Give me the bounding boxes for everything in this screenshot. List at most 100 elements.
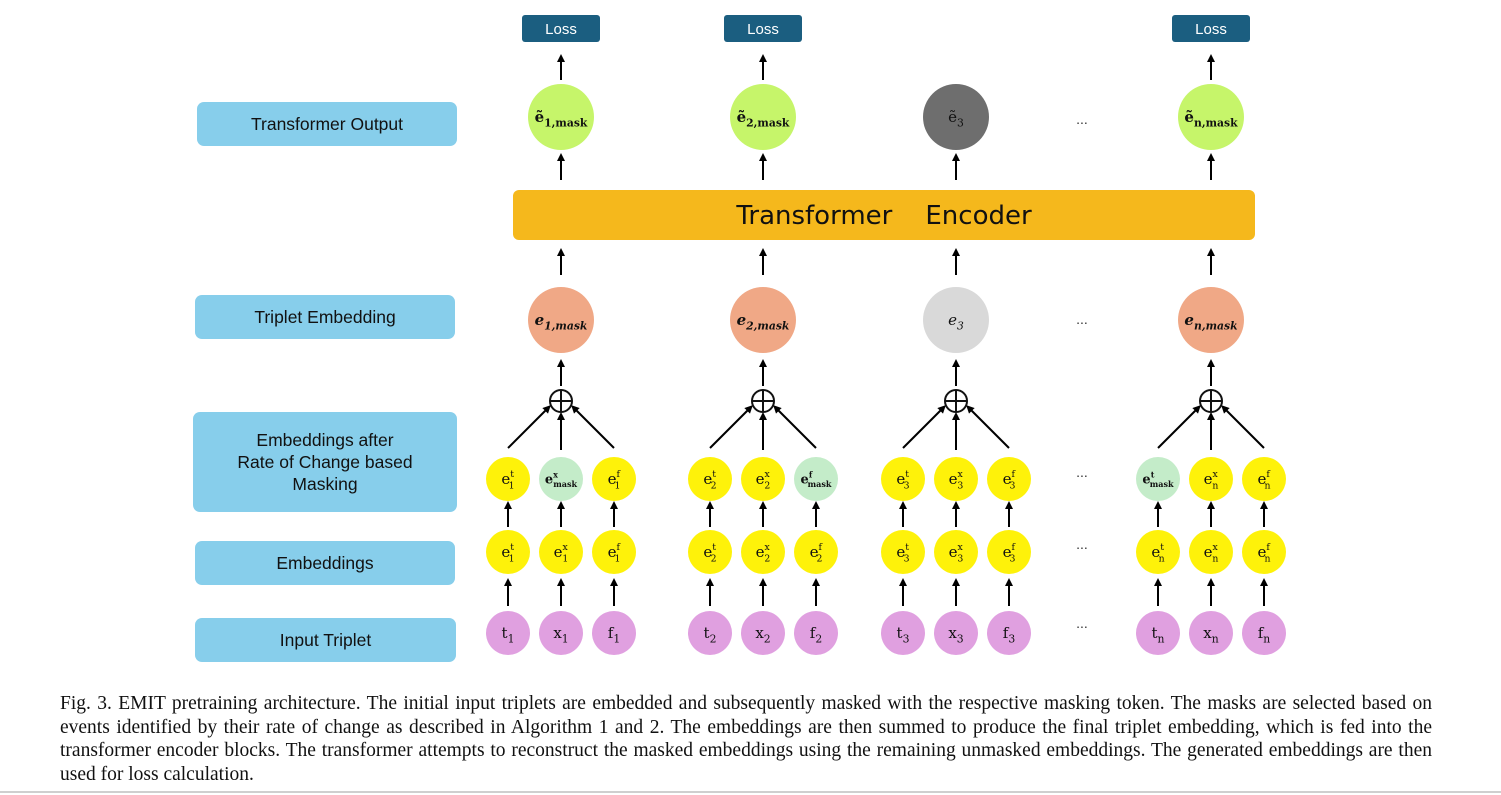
triplet-embedding-node: e3 (923, 287, 989, 353)
arrow-embed-to-sum (966, 405, 1010, 449)
label-transformer-output-box (197, 102, 457, 146)
arrow-embed-to-sum (1221, 405, 1265, 449)
masked-embedding-node-shape (539, 457, 583, 501)
embedding-node-shape (1189, 530, 1233, 574)
masked-embedding-node-shape (1136, 457, 1180, 501)
triplet-embedding-node-shape (1178, 287, 1244, 353)
arrow-embed-to-sum (1157, 405, 1201, 449)
ellipsis: ... (1076, 536, 1088, 552)
node-symbol: t2 (704, 624, 717, 646)
triplet-embedding-node-shape (730, 287, 796, 353)
embedding-node-shape (1136, 530, 1180, 574)
node-symbol: ẽn,mask (1184, 108, 1238, 130)
node-symbol: e3 (948, 311, 964, 333)
node-symbol: ẽ1,mask (535, 108, 588, 130)
masked-embedding-node-shape (486, 457, 530, 501)
embedding-node-shape (486, 530, 530, 574)
masked-embedding-node-shape (592, 457, 636, 501)
transformer-encoder-bar (513, 190, 1255, 240)
input-node: f2 (794, 611, 838, 655)
node-symbol: en,mask (1184, 311, 1237, 333)
loss-label: Loss (1195, 21, 1227, 38)
embedding-node-shape (934, 530, 978, 574)
input-node-shape (486, 611, 530, 655)
loss-box-shape (522, 15, 600, 42)
input-node-shape (1242, 611, 1286, 655)
ellipsis: ... (1076, 615, 1088, 631)
input-node: x2 (741, 611, 785, 655)
input-node: t1 (486, 611, 530, 655)
label-embeddings-text: Embeddings (276, 553, 374, 573)
label-input-triplet: Input Triplet (195, 618, 456, 662)
output-node: ẽ1,mask (528, 84, 594, 150)
input-node-shape (741, 611, 785, 655)
triplet-embedding-node: en,mask (1178, 287, 1244, 353)
label-masking-text: Embeddings after (256, 430, 393, 450)
ellipsis: ... (1076, 464, 1088, 480)
output-node-shape (528, 84, 594, 150)
label-masking-text: Masking (292, 474, 357, 494)
input-node-shape (987, 611, 1031, 655)
masked-embedding-node-shape (881, 457, 925, 501)
masked-embedding-node-shape (934, 457, 978, 501)
label-triplet-embedding-box (195, 295, 455, 339)
triplet-embedding-node-shape (528, 287, 594, 353)
input-node-shape (539, 611, 583, 655)
masked-embedding-node-shape (987, 457, 1031, 501)
masked-embedding-node-shape (741, 457, 785, 501)
input-node-shape (881, 611, 925, 655)
loss-box-shape (1172, 15, 1250, 42)
output-node: ẽn,mask (1178, 84, 1244, 150)
label-input-triplet-box (195, 618, 456, 662)
input-node: xn (1189, 611, 1233, 655)
embedding-node-shape (688, 530, 732, 574)
transformer-encoder: Transformer Encoder (513, 190, 1255, 240)
embedding-node-shape (794, 530, 838, 574)
input-node-shape (934, 611, 978, 655)
input-node: x1 (539, 611, 583, 655)
label-triplet-embedding-text: Triplet Embedding (254, 307, 395, 327)
sum-symbol (751, 389, 775, 413)
input-node-shape (592, 611, 636, 655)
node-symbol: t1 (502, 624, 515, 646)
arrow-embed-to-sum (571, 405, 615, 449)
input-node: f1 (592, 611, 636, 655)
sum-symbol (944, 389, 968, 413)
triplet-embedding-node-shape (923, 287, 989, 353)
arrow-embed-to-sum (709, 405, 753, 449)
label-masking-box (193, 412, 457, 512)
page-divider (0, 791, 1501, 793)
output-node: ẽ3 (923, 84, 989, 150)
loss-label: Loss (747, 21, 779, 38)
arrow-embed-to-sum (902, 405, 946, 449)
loss-box-shape (724, 15, 802, 42)
input-node-shape (794, 611, 838, 655)
